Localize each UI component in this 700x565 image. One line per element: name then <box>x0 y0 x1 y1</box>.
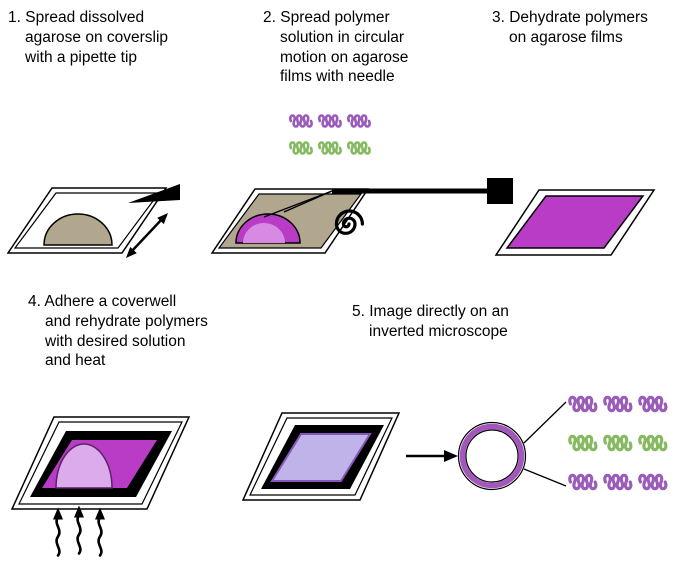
step1-label: 1. Spread dissolved agarose on coverslip… <box>8 9 169 66</box>
polymer-coil-icon <box>568 395 598 413</box>
polymer-coil-icon <box>603 395 633 413</box>
imaging-sample-area <box>270 433 372 482</box>
polymer-coil-icon <box>603 473 633 491</box>
double-headed-arrow-icon <box>126 213 168 258</box>
dehydrated-polymer-film <box>505 195 645 249</box>
step4-label: 4. Adhere a coverwell and rehydrate poly… <box>28 293 208 370</box>
needle <box>263 178 513 218</box>
heat-wavy-arrow-icon <box>93 506 107 557</box>
heat-arrows <box>51 504 107 557</box>
step2-label: 2. Spread polymer solution in circular m… <box>263 9 409 86</box>
heat-wavy-arrow-icon <box>72 504 86 555</box>
step3-graphic <box>494 189 656 256</box>
polymer-coil-icon <box>346 114 371 128</box>
polymer-coil-icon <box>317 141 342 155</box>
agarose-drop <box>43 213 113 246</box>
polymer-coil-icon <box>603 434 633 452</box>
polymer-coil-icon <box>288 114 313 128</box>
polymer-coil-icon <box>638 473 668 491</box>
step1-graphic <box>6 184 180 258</box>
objective-view-circle <box>457 421 527 491</box>
coverslip-step5-inner-outline <box>249 417 393 496</box>
magnified-polymers <box>568 395 668 491</box>
step4-graphic <box>10 416 191 557</box>
heat-wavy-arrow-icon <box>51 506 65 557</box>
step5-graphic <box>241 395 668 501</box>
callout-line-top <box>523 401 567 444</box>
step2-graphic <box>210 114 513 254</box>
coverslip-step4-inner-outline <box>18 421 183 505</box>
callout-line-bottom <box>523 468 567 487</box>
polymer-coil-icon <box>317 114 342 128</box>
step5-label: 5. Image directly on an inverted microsc… <box>352 303 509 340</box>
polymer-coil-icon <box>638 395 668 413</box>
needle-holder <box>487 178 513 204</box>
polymer-coil-icon <box>288 141 313 155</box>
polymer-coil-icon <box>568 434 598 452</box>
polymer-coil-icon <box>638 434 668 452</box>
circular-motion-spiral-icon <box>334 209 364 235</box>
step3-label: 3. Dehydrate polymers on agarose films <box>492 9 648 46</box>
pipette-tip-icon <box>128 184 180 203</box>
rehydrated-polymer-dome <box>55 443 113 489</box>
polymer-drop-highlight <box>243 223 285 243</box>
microscope-arrow <box>406 450 458 462</box>
polymer-coil-icon <box>346 141 371 155</box>
polymer-coil-icon <box>568 473 598 491</box>
